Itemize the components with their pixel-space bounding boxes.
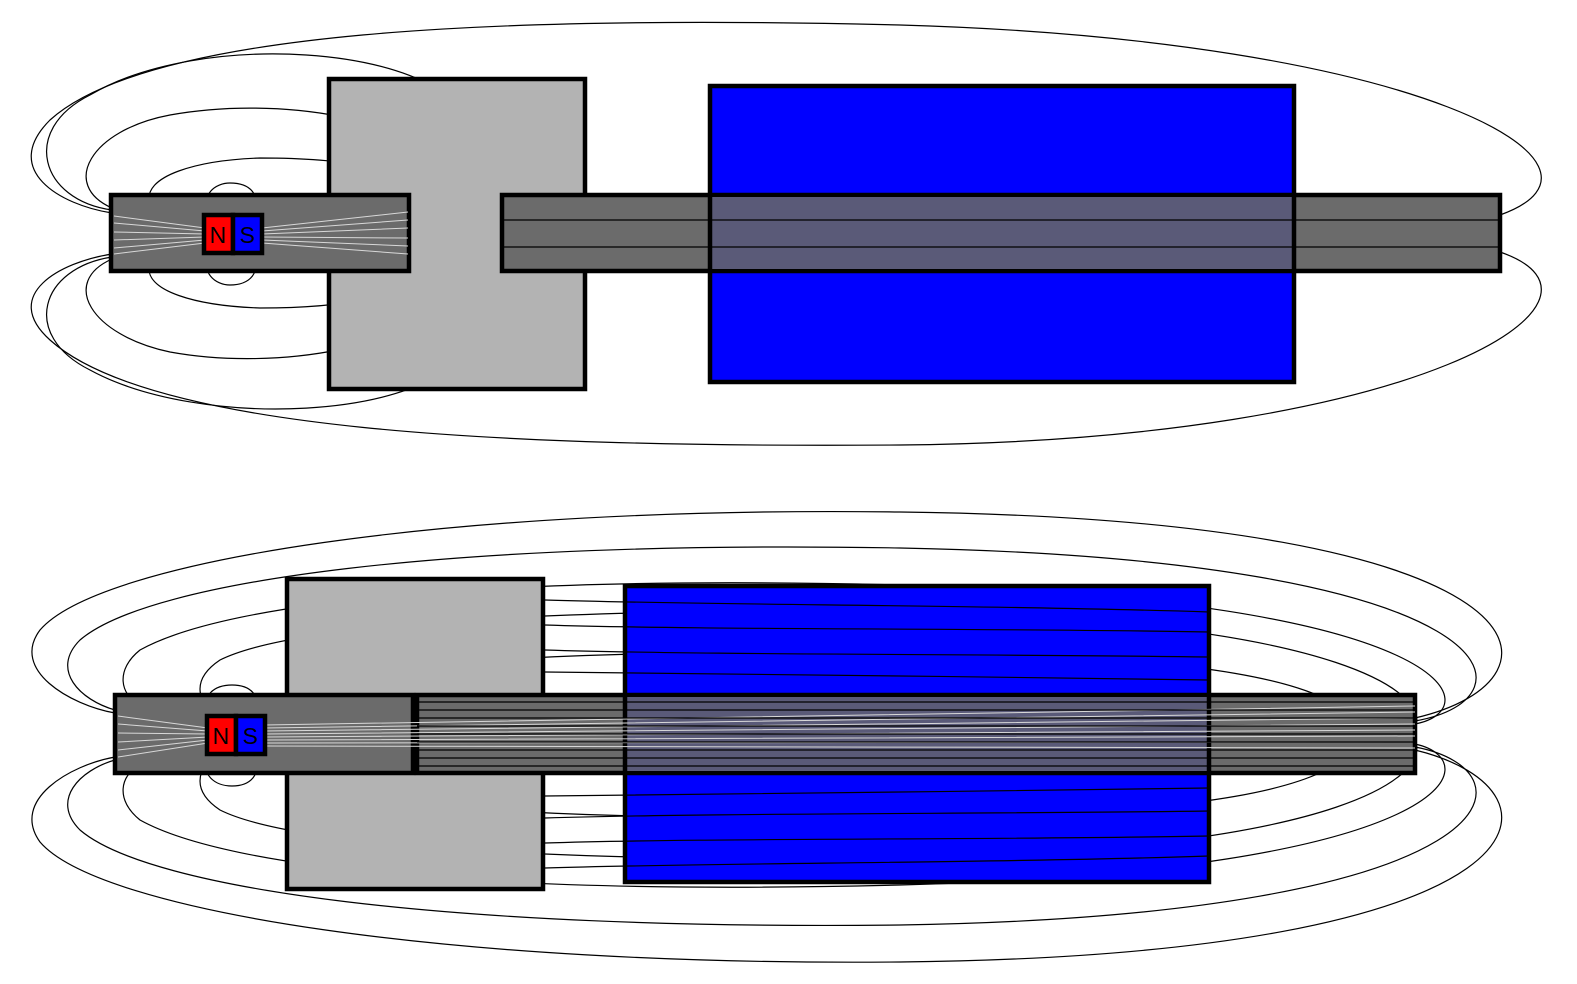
south-pole-bottom bbox=[233, 713, 268, 757]
south-label-top: S bbox=[239, 222, 254, 248]
panel-top: N S bbox=[30, 21, 1542, 446]
south-label-bottom: S bbox=[242, 723, 257, 749]
core-field-lines-bottom bbox=[263, 701, 1416, 767]
north-label-bottom: N bbox=[213, 723, 230, 749]
north-label-top: N bbox=[210, 222, 227, 248]
core-inside-coil-top bbox=[712, 197, 1292, 269]
inner-field-bottom bbox=[117, 715, 209, 758]
south-pole-top bbox=[230, 212, 265, 256]
north-pole-bottom bbox=[204, 713, 239, 757]
coil-field-lines-bottom bbox=[544, 599, 1210, 869]
panel-bottom: N S bbox=[31, 510, 1503, 963]
inner-field-top bbox=[113, 211, 409, 255]
